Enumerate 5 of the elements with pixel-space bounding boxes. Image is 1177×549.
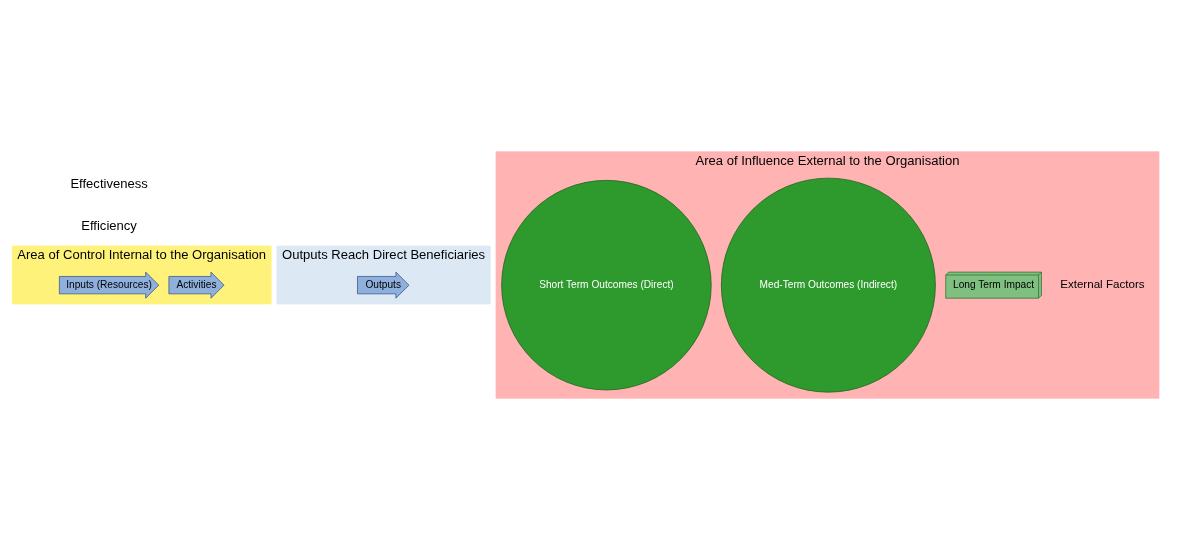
label: Effectiveness <box>70 175 148 191</box>
label: External Factors <box>1060 276 1145 290</box>
node-circle: Short Term Outcomes (Direct) <box>501 179 712 390</box>
node-circle: Med-Term Outcomes (Indirect) <box>721 177 936 393</box>
label: Efficiency <box>81 217 137 233</box>
